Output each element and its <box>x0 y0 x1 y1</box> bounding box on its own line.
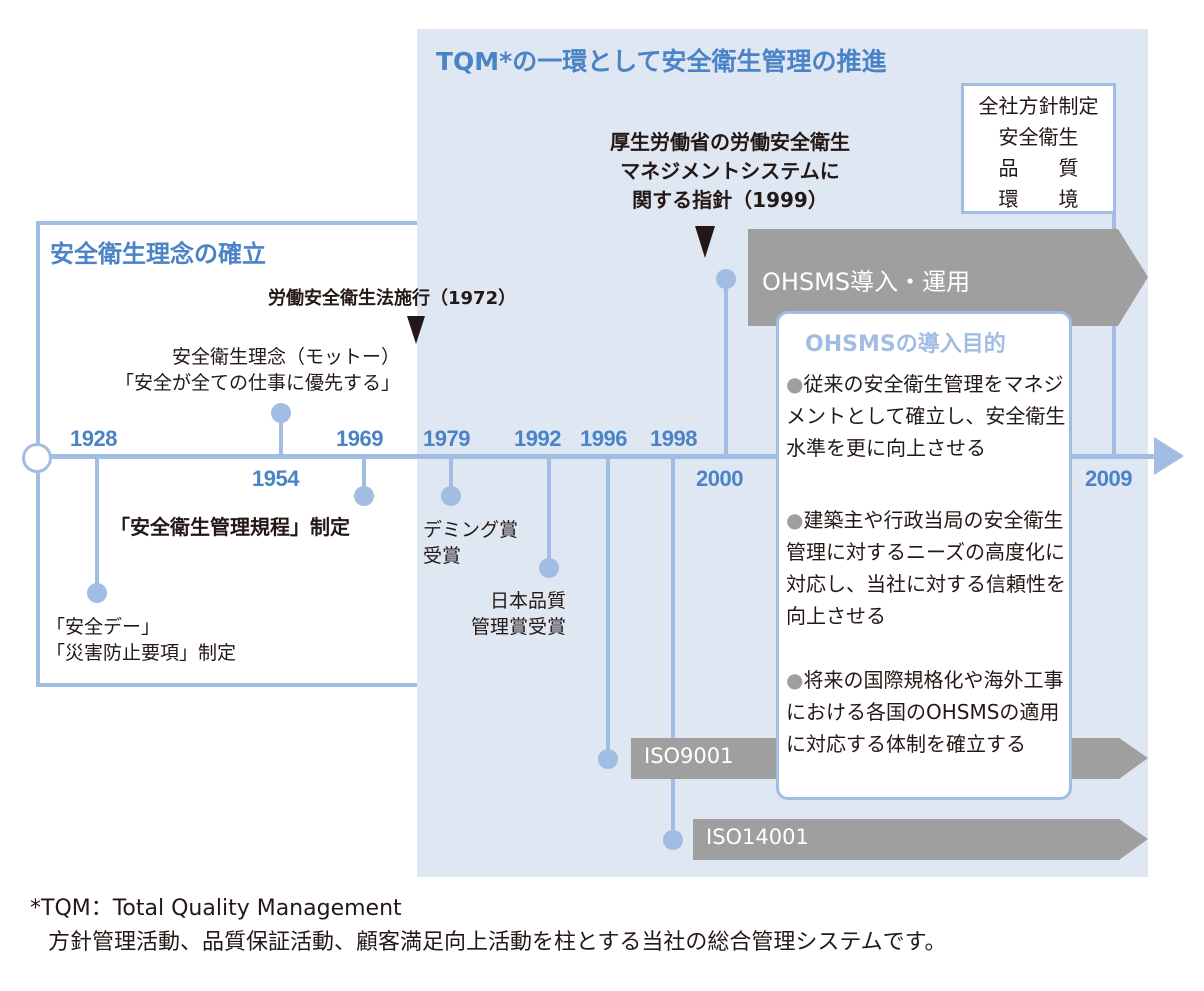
purpose-item-2: ●建築主や行政当局の安全衛生管理に対するニーズの高度化に対応し、当社に対する信頼… <box>786 504 1068 632</box>
marker-1979-line <box>449 458 453 492</box>
phase1-title: 安全衛生理念の確立 <box>50 240 266 268</box>
timeline-start-circle <box>22 443 52 473</box>
marker-2000-dot <box>716 269 736 289</box>
event-1928-line1: 「安全デー」 <box>46 616 161 638</box>
footnote: *TQM：Total Quality Management 方針管理活動、品質保… <box>30 892 946 960</box>
purpose-item-3-text: 将来の国際規格化や海外工事における各国のOHSMSの適用に対応する体制を確立する <box>786 668 1064 756</box>
year-2009: 2009 <box>1085 466 1132 491</box>
event-1999-line3: 関する指針（1999） <box>632 188 828 212</box>
timeline-arrowhead-icon <box>1154 437 1184 475</box>
event-1972-pointer-icon <box>407 316 425 344</box>
event-1992: 日本品質 管理賞受賞 <box>440 588 566 640</box>
event-1992-line1: 日本品質 <box>489 590 566 612</box>
bullet-icon: ● <box>786 372 804 396</box>
year-1996: 1996 <box>580 426 627 451</box>
iso9001-arrow-label: ISO9001 <box>644 744 734 768</box>
marker-2000-line <box>724 282 728 456</box>
event-1954-line1: 安全衛生理念（モットー） <box>171 346 400 368</box>
ohsms-purpose-box <box>776 311 1072 800</box>
marker-1992-line <box>547 458 551 566</box>
iso14001-arrow <box>693 819 1119 860</box>
year-1969: 1969 <box>336 426 383 451</box>
year-1979: 1979 <box>423 426 470 451</box>
purpose-item-1: ●従来の安全衛生管理をマネジメントとして確立し、安全衛生水準を更に向上させる <box>786 368 1068 464</box>
marker-1954-dot <box>271 403 291 423</box>
policy-line-3: 品 質 <box>998 156 1079 180</box>
event-1999-line2: マネジメントシステムに <box>620 159 840 183</box>
marker-1998-dot <box>663 830 683 850</box>
purpose-item-3: ●将来の国際規格化や海外工事における各国のOHSMSの適用に対応する体制を確立す… <box>786 664 1068 760</box>
event-1928: 「安全デー」 「災害防止要項」制定 <box>46 614 236 666</box>
marker-1996-line <box>606 458 610 758</box>
event-1999: 厚生労働省の労働安全衛生 マネジメントシステムに 関する指針（1999） <box>540 128 920 215</box>
marker-1979-dot <box>441 486 461 506</box>
ohsms-arrow <box>748 229 1118 326</box>
marker-1954-line <box>279 412 283 456</box>
policy-line-1: 全社方針制定 <box>978 94 1099 118</box>
marker-1969-dot <box>354 486 374 506</box>
event-1969: 「安全衛生管理規程」制定 <box>110 515 350 539</box>
marker-2009-line <box>1112 212 1116 456</box>
event-1999-pointer-icon <box>695 226 715 258</box>
marker-1996-dot <box>598 749 618 769</box>
marker-1998-line <box>671 458 675 838</box>
bullet-icon: ● <box>786 508 804 532</box>
event-1979: デミング賞 受賞 <box>423 517 518 569</box>
iso14001-arrow-label: ISO14001 <box>706 825 809 849</box>
event-1972: 労働安全衛生法施行（1972） <box>268 288 517 309</box>
purpose-item-1-text: 従来の安全衛生管理をマネジメントとして確立し、安全衛生水準を更に向上させる <box>786 372 1066 460</box>
iso9001-arrow-tip-icon <box>1119 738 1148 779</box>
event-1999-line1: 厚生労働省の労働安全衛生 <box>610 130 850 154</box>
marker-1969-line <box>362 458 366 492</box>
iso14001-arrow-tip-icon <box>1119 819 1148 860</box>
year-1998: 1998 <box>650 426 697 451</box>
timeline-axis <box>36 454 1156 459</box>
marker-1928-dot <box>87 583 107 603</box>
year-1954: 1954 <box>252 466 299 491</box>
year-1992: 1992 <box>514 426 561 451</box>
policy-line-2: 安全衛生 <box>998 125 1079 149</box>
year-2000: 2000 <box>696 466 743 491</box>
company-policy-box: 全社方針制定 安全衛生 品 質 環 境 <box>961 83 1116 214</box>
bullet-icon: ● <box>786 668 804 692</box>
event-1992-line2: 管理賞受賞 <box>470 616 566 638</box>
marker-1992-dot <box>539 558 559 578</box>
ohsms-arrow-label: OHSMS導入・運用 <box>762 268 971 296</box>
purpose-item-2-text: 建築主や行政当局の安全衛生管理に対するニーズの高度化に対応し、当社に対する信頼性… <box>786 508 1066 628</box>
marker-1928-line <box>95 458 99 592</box>
tqm-panel-title: TQM*の一環として安全衛生管理の推進 <box>436 47 887 76</box>
event-1954: 安全衛生理念（モットー） 「安全が全ての仕事に優先する」 <box>56 344 400 396</box>
event-1954-line2: 「安全が全ての仕事に優先する」 <box>114 372 400 394</box>
footnote-line-2: 方針管理活動、品質保証活動、顧客満足向上活動を柱とする当社の総合管理システムです… <box>48 930 947 955</box>
event-1928-line2: 「災害防止要項」制定 <box>46 642 237 664</box>
ohsms-purpose-title: OHSMSの導入目的 <box>805 332 1006 357</box>
year-1928: 1928 <box>70 426 117 451</box>
footnote-line-1: *TQM：Total Quality Management <box>30 896 402 921</box>
event-1979-line1: デミング賞 <box>423 519 519 541</box>
event-1979-line2: 受賞 <box>423 545 462 567</box>
ohsms-arrow-tip-icon <box>1118 229 1148 326</box>
policy-line-4: 環 境 <box>998 187 1079 211</box>
